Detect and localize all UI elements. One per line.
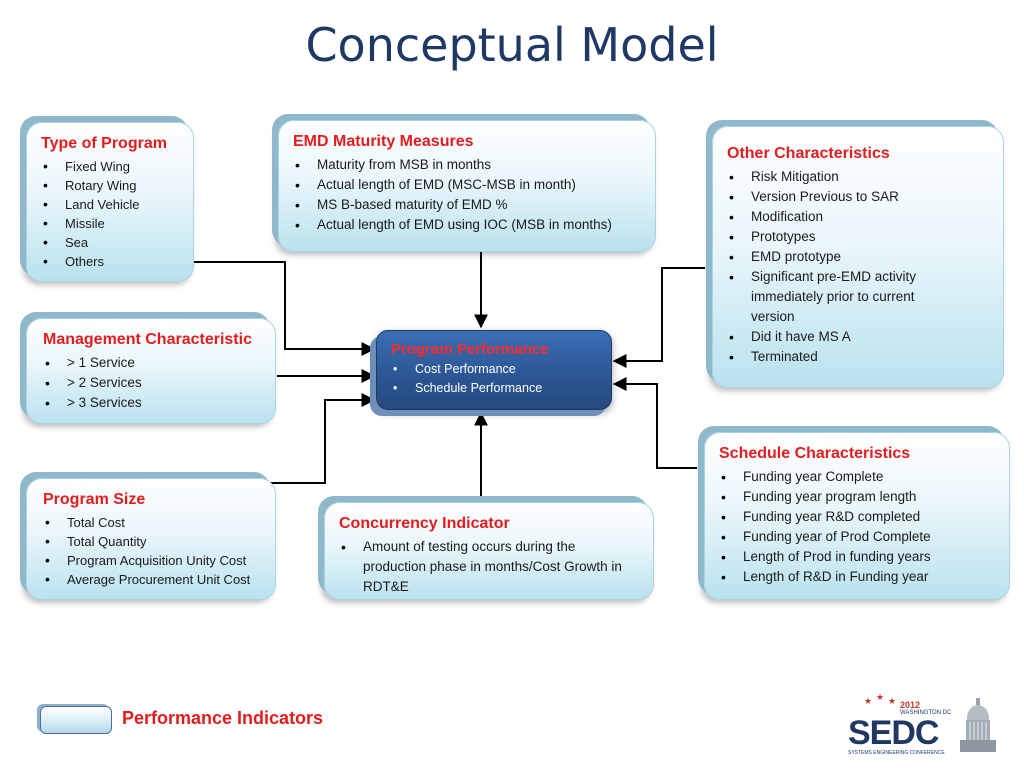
list-item: Version Previous to SAR — [727, 187, 993, 207]
arrow-schedule-characteristics — [612, 377, 697, 469]
other-characteristics-list: Risk Mitigation Version Previous to SAR … — [727, 167, 993, 367]
schedule-characteristics-box: Schedule Characteristics Funding year Co… — [704, 432, 1010, 600]
type-of-program-heading: Type of Program — [41, 135, 167, 152]
list-item: Actual length of EMD using IOC (MSB in m… — [293, 215, 645, 235]
logo-city: WASHINGTON DC — [900, 710, 952, 716]
emd-maturity-box: EMD Maturity Measures Maturity from MSB … — [278, 120, 656, 252]
list-item: Missile — [41, 214, 183, 233]
list-item: > 3 Services — [43, 393, 265, 413]
arrow-other-characteristics — [612, 267, 705, 368]
list-item: Rotary Wing — [41, 176, 183, 195]
concurrency-indicator-heading: Concurrency Indicator — [339, 515, 510, 532]
type-of-program-box: Type of Program Fixed Wing Rotary Wing L… — [26, 122, 194, 282]
concurrency-indicator-list: Amount of testing occurs during the prod… — [339, 537, 643, 597]
list-item: Schedule Performance — [391, 379, 601, 398]
list-item: EMD prototype — [727, 247, 993, 267]
list-item: Significant pre-EMD activity immediately… — [727, 267, 951, 327]
arrow-type-of-program — [192, 261, 376, 356]
list-item: Cost Performance — [391, 360, 601, 379]
list-item: Total Quantity — [43, 532, 265, 551]
list-item: Actual length of EMD (MSC-MSB in month) — [293, 175, 645, 195]
program-performance-list: Cost Performance Schedule Performance — [391, 360, 601, 398]
list-item: MS B-based maturity of EMD % — [293, 195, 645, 215]
program-size-box: Program Size Total Cost Total Quantity P… — [26, 478, 276, 600]
legend-swatch — [40, 706, 112, 734]
list-item: Land Vehicle — [41, 195, 183, 214]
logo-brand: SEDC — [848, 714, 939, 752]
slide-title: Conceptual Model — [305, 18, 719, 72]
list-item: Others — [41, 252, 183, 271]
program-performance-heading: Program Performance — [391, 341, 549, 358]
list-item: Terminated — [727, 347, 993, 367]
other-characteristics-box: Other Characteristics Risk Mitigation Ve… — [712, 126, 1004, 388]
schedule-characteristics-heading: Schedule Characteristics — [719, 445, 911, 462]
list-item: Maturity from MSB in months — [293, 155, 645, 175]
svg-text:★: ★ — [888, 696, 896, 706]
management-characteristic-box: Management Characteristic > 1 Service > … — [26, 318, 276, 424]
list-item: Total Cost — [43, 513, 265, 532]
list-item: Fixed Wing — [41, 157, 183, 176]
list-item: Length of R&D in Funding year — [719, 567, 999, 587]
star-icon: ★ ★ ★ — [864, 692, 896, 706]
program-size-list: Total Cost Total Quantity Program Acquis… — [43, 513, 265, 589]
other-characteristics-heading: Other Characteristics — [727, 145, 890, 162]
list-item: Funding year of Prod Complete — [719, 527, 999, 547]
list-item: Did it have MS A — [727, 327, 993, 347]
list-item: Length of Prod in funding years — [719, 547, 999, 567]
emd-maturity-list: Maturity from MSB in months Actual lengt… — [293, 155, 645, 235]
logo-year: 2012 — [900, 700, 921, 710]
type-of-program-list: Fixed Wing Rotary Wing Land Vehicle Miss… — [41, 157, 183, 271]
list-item: Program Acquisition Unity Cost — [43, 551, 265, 570]
concurrency-indicator-box: Concurrency Indicator Amount of testing … — [324, 502, 654, 600]
list-item: Average Procurement Unit Cost — [43, 570, 265, 589]
list-item: Funding year Complete — [719, 467, 999, 487]
list-item: Funding year program length — [719, 487, 999, 507]
list-item: Funding year R&D completed — [719, 507, 999, 527]
emd-maturity-heading: EMD Maturity Measures — [293, 133, 474, 150]
list-item: Prototypes — [727, 227, 993, 247]
management-characteristic-list: > 1 Service > 2 Services > 3 Services — [43, 353, 265, 413]
capitol-dome-icon — [960, 698, 996, 752]
list-item: > 1 Service — [43, 353, 265, 373]
svg-text:★: ★ — [876, 692, 884, 702]
list-item: Sea — [41, 233, 183, 252]
list-item: Risk Mitigation — [727, 167, 993, 187]
list-item: Amount of testing occurs during the prod… — [339, 537, 638, 597]
legend-label: Performance Indicators — [122, 708, 324, 728]
management-characteristic-heading: Management Characteristic — [43, 331, 252, 348]
list-item: > 2 Services — [43, 373, 265, 393]
list-item: Modification — [727, 207, 993, 227]
logo-subtitle: SYSTEMS ENGINEERING CONFERENCE — [848, 750, 945, 756]
program-performance-box: Program Performance Cost Performance Sch… — [376, 330, 612, 410]
program-size-heading: Program Size — [43, 491, 146, 508]
sedc-logo: ★ ★ ★ 2012 WASHINGTON DC SEDC SYSTEMS EN… — [848, 690, 1000, 760]
svg-text:★: ★ — [864, 696, 872, 706]
schedule-characteristics-list: Funding year Complete Funding year progr… — [719, 467, 999, 587]
arrow-program-size — [269, 393, 376, 484]
